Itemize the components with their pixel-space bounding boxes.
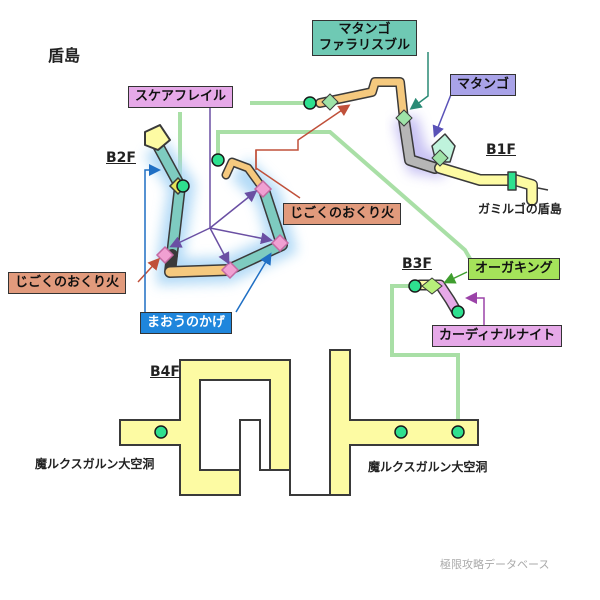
floor-label-b3f: B3F <box>402 256 432 272</box>
b4f-corridor <box>119 349 479 496</box>
b1f-corridor <box>315 77 538 206</box>
stair-nodes <box>154 96 465 439</box>
enemy-markers <box>155 176 290 280</box>
b3f-marker <box>421 277 443 295</box>
map-title: 盾島 <box>48 46 81 65</box>
floor-label-b4f: B4F <box>150 364 180 380</box>
label-matango: マタンゴ <box>450 74 517 96</box>
floor-label-b2f: B2F <box>106 150 136 166</box>
label-scare-flail: スケアフレイル <box>128 86 234 108</box>
label-maou-kage: まおうのかげ <box>140 312 233 334</box>
label-jigoku-okuribi-left: じごくのおくり火 <box>8 272 127 294</box>
b1f-markers <box>321 93 449 167</box>
label-matango-phalaris: マタンゴ ファラリスブル <box>312 20 418 56</box>
watermark: 極限攻略データベース <box>440 558 550 571</box>
label-jigoku-okuribi-right: じごくのおくり火 <box>283 203 402 225</box>
label-cardinal-knight: カーディナルナイト <box>432 325 563 347</box>
place-cave-left: 魔ルクスガルン大空洞 <box>35 457 155 471</box>
place-cave-right: 魔ルクスガルン大空洞 <box>368 460 488 474</box>
label-arrows <box>137 52 549 325</box>
place-gamilgo: ガミルゴの盾島 <box>478 202 562 216</box>
floor-label-b1f: B1F <box>486 142 516 158</box>
label-ogre-king: オーガキング <box>468 258 560 280</box>
